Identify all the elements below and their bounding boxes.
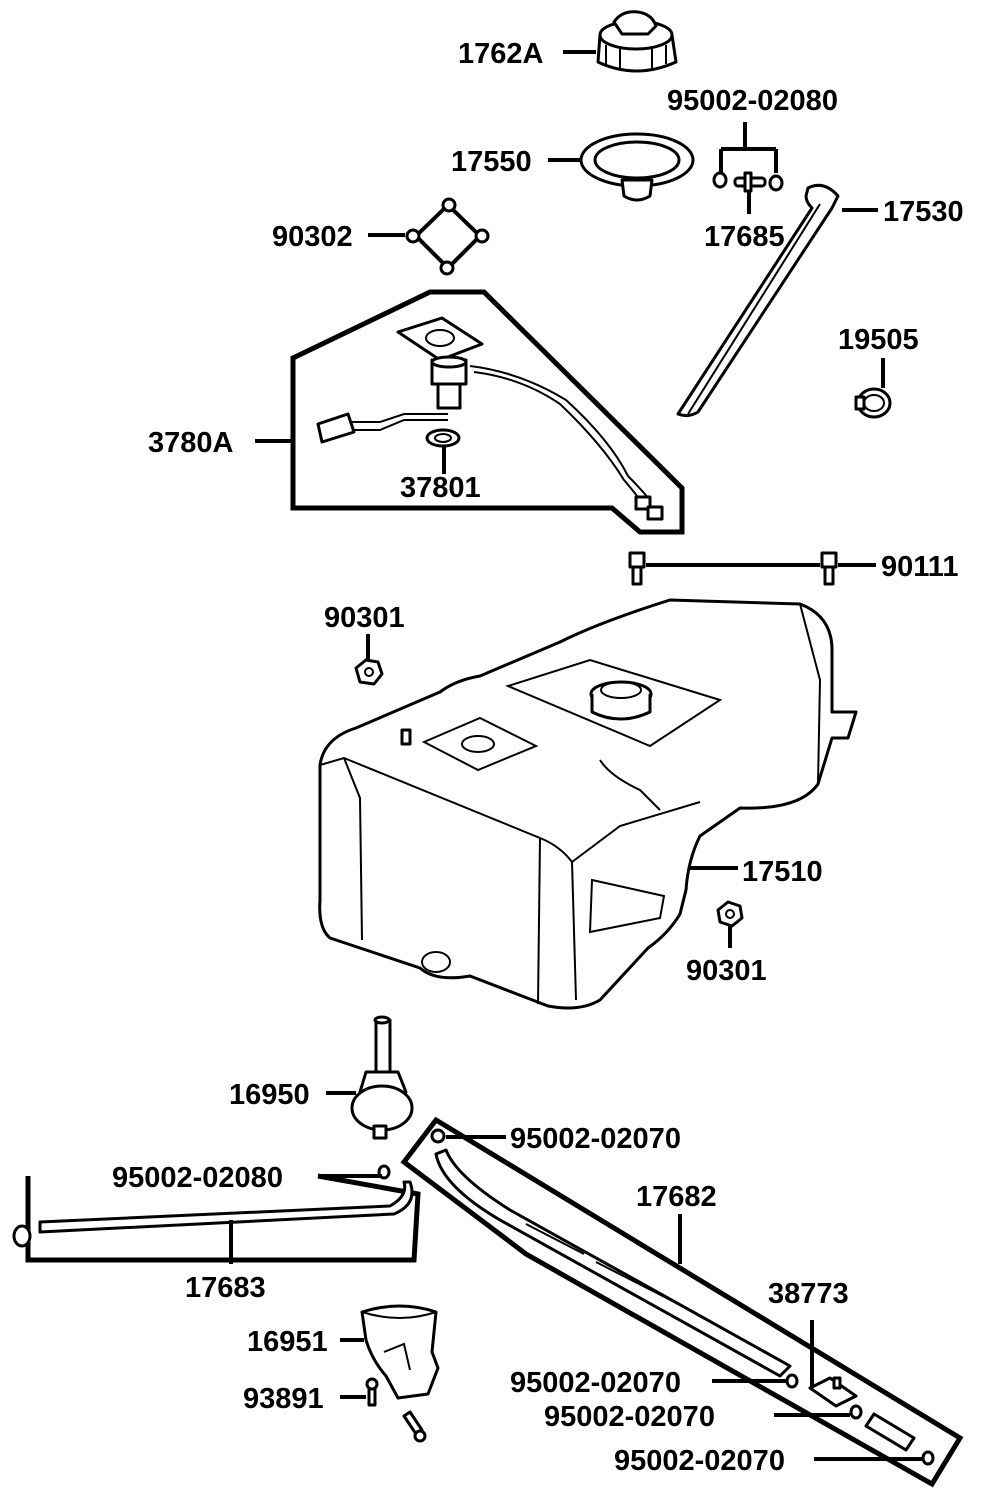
nut-side <box>716 900 744 928</box>
filler-neck <box>589 680 653 721</box>
bolt-label: 90111 <box>881 551 958 583</box>
clamp-valve-label: 95002-02070 <box>510 1123 681 1155</box>
tank-label: 17510 <box>742 856 823 888</box>
fuel-cap <box>596 10 678 73</box>
clamp-a-label: 95002-02070 <box>510 1367 681 1399</box>
fuel-sender-unit <box>316 316 664 521</box>
hose-left-label: 17683 <box>185 1272 266 1304</box>
vent-hose <box>676 183 840 418</box>
sender-unit-label: 3780A <box>148 427 234 459</box>
clamp-b-label: 95002-02070 <box>544 1401 715 1433</box>
hose-long-label: 17682 <box>636 1181 717 1213</box>
screws-label: 90302 <box>272 221 353 253</box>
sender-screws <box>405 197 490 276</box>
left-hose <box>12 1164 414 1248</box>
connector-label: 17685 <box>704 221 785 253</box>
hose-connector <box>733 171 767 193</box>
small-screws <box>365 1377 427 1443</box>
tube-label: 38773 <box>768 1278 849 1310</box>
hose-clamps-lower <box>785 1373 935 1466</box>
screw-small-label: 93891 <box>243 1383 324 1415</box>
bracket-label: 16951 <box>247 1326 328 1358</box>
nut-top <box>354 658 384 686</box>
clamp-top-pair-label: 95002-02080 <box>667 85 838 117</box>
valve-bracket <box>360 1304 440 1400</box>
bolts <box>628 551 838 586</box>
nut-top-label: 90301 <box>324 602 405 634</box>
fuel-tank <box>318 598 858 1010</box>
clip-label: 19505 <box>838 324 919 356</box>
sender-unit-outline <box>290 289 685 535</box>
long-hose <box>430 1128 792 1378</box>
small-clamps <box>712 171 784 192</box>
valve-label: 16950 <box>229 1079 310 1111</box>
vent-hose-label: 17530 <box>883 196 964 228</box>
gasket-label: 17550 <box>451 146 532 178</box>
nut-side-label: 90301 <box>686 955 767 987</box>
cap-label: 1762A <box>458 38 544 70</box>
hose-clip <box>854 387 892 419</box>
clamp-c-label: 95002-02070 <box>614 1445 785 1477</box>
tube <box>808 1376 916 1452</box>
filler-gasket <box>579 132 695 202</box>
long-hose-outline <box>400 1116 964 1488</box>
sender-flange <box>461 735 495 753</box>
clamp-top-pair-bracket <box>719 122 778 173</box>
sender-gasket <box>425 428 461 448</box>
sender-gasket-label: 37801 <box>400 472 481 504</box>
fuel-valve <box>350 1015 414 1140</box>
clamp-left-label: 95002-02080 <box>112 1162 283 1194</box>
